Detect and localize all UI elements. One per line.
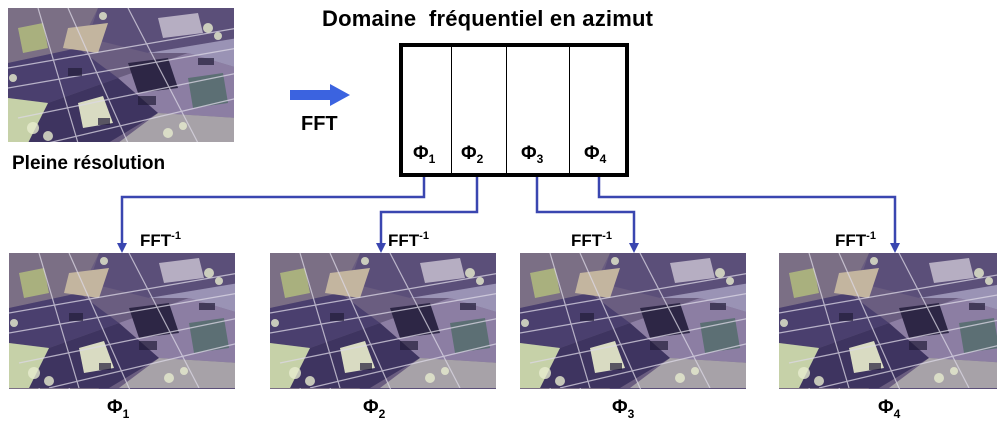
inverse-fft-base: FFT: [835, 231, 867, 250]
output-label-1: Φ1: [107, 397, 129, 421]
box-band-label-3: Φ3: [521, 143, 543, 166]
band-index: 3: [536, 152, 544, 166]
phi-symbol: Φ: [363, 397, 379, 418]
connector-arrow-3: [535, 177, 639, 253]
band-index: 1: [122, 407, 130, 421]
full-resolution-caption: Pleine résolution: [12, 153, 166, 174]
connector-arrow-4: [597, 177, 900, 253]
inverse-fft-label-2: FFT-1: [388, 230, 429, 251]
diagram-title: Domaine fréquentiel en azimut: [322, 6, 654, 31]
band-divider: [569, 47, 570, 173]
inverse-fft-label-4: FFT-1: [835, 230, 876, 251]
output-image-3: [520, 253, 746, 389]
band-index: 4: [893, 407, 901, 421]
inverse-fft-base: FFT: [140, 231, 172, 250]
phi-symbol: Φ: [107, 397, 123, 418]
phi-symbol: Φ: [413, 143, 429, 164]
inverse-fft-label-1: FFT-1: [140, 230, 181, 251]
band-index: 1: [428, 152, 436, 166]
band-index: 3: [627, 407, 635, 421]
phi-symbol: Φ: [612, 397, 628, 418]
output-image-1: [9, 253, 235, 389]
output-image-2: [270, 253, 496, 389]
phi-symbol: Φ: [461, 143, 477, 164]
output-label-3: Φ3: [612, 397, 634, 421]
inverse-fft-label-3: FFT-1: [571, 230, 612, 251]
output-label-2: Φ2: [363, 397, 385, 421]
band-index: 4: [599, 152, 607, 166]
connector-arrow-2: [376, 177, 479, 253]
inverse-fft-base: FFT: [571, 231, 603, 250]
box-band-label-4: Φ4: [584, 143, 606, 166]
inverse-fft-exp: -1: [419, 230, 429, 242]
box-band-label-1: Φ1: [413, 143, 435, 166]
fft-label: FFT: [301, 113, 338, 135]
band-divider: [506, 47, 507, 173]
output-label-4: Φ4: [878, 397, 900, 421]
band-index: 2: [378, 407, 386, 421]
phi-symbol: Φ: [878, 397, 894, 418]
band-divider: [451, 47, 452, 173]
phi-symbol: Φ: [584, 143, 600, 164]
output-image-4: [779, 253, 997, 389]
frequency-domain-box: [399, 43, 629, 177]
inverse-fft-exp: -1: [602, 230, 612, 242]
phi-symbol: Φ: [521, 143, 537, 164]
connector-arrow-1: [117, 177, 426, 253]
right-arrow-icon: [290, 84, 350, 106]
inverse-fft-base: FFT: [388, 231, 420, 250]
band-index: 2: [476, 152, 484, 166]
inverse-fft-exp: -1: [171, 230, 181, 242]
full-resolution-image: [8, 8, 234, 142]
inverse-fft-exp: -1: [866, 230, 876, 242]
box-band-label-2: Φ2: [461, 143, 483, 166]
